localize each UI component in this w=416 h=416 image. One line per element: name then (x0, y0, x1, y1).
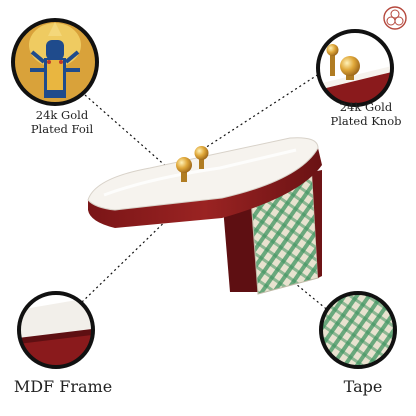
knob-label-line-1: 24k Gold (339, 100, 393, 114)
tape-callout-image (319, 291, 397, 369)
knob-callout-image (316, 29, 394, 107)
foil-label: 24k Gold Plated Foil (14, 108, 110, 137)
foil-label-line-2: Plated Foil (30, 122, 94, 137)
brand-logo-icon (383, 6, 407, 30)
foil-label-line-1: 24k Gold (35, 108, 89, 122)
knob-label-line-2: Plated Knob (330, 114, 402, 129)
knob-label: 24k Gold Plated Knob (316, 100, 416, 129)
foil-callout-image (11, 18, 99, 106)
tape-label: Tape (343, 377, 383, 396)
product-frame (87, 137, 322, 228)
callout-leaders (81, 71, 331, 313)
mdf-label: MDF Frame (13, 377, 113, 396)
product-knobs (176, 146, 209, 182)
mdf-callout-image (17, 291, 95, 369)
